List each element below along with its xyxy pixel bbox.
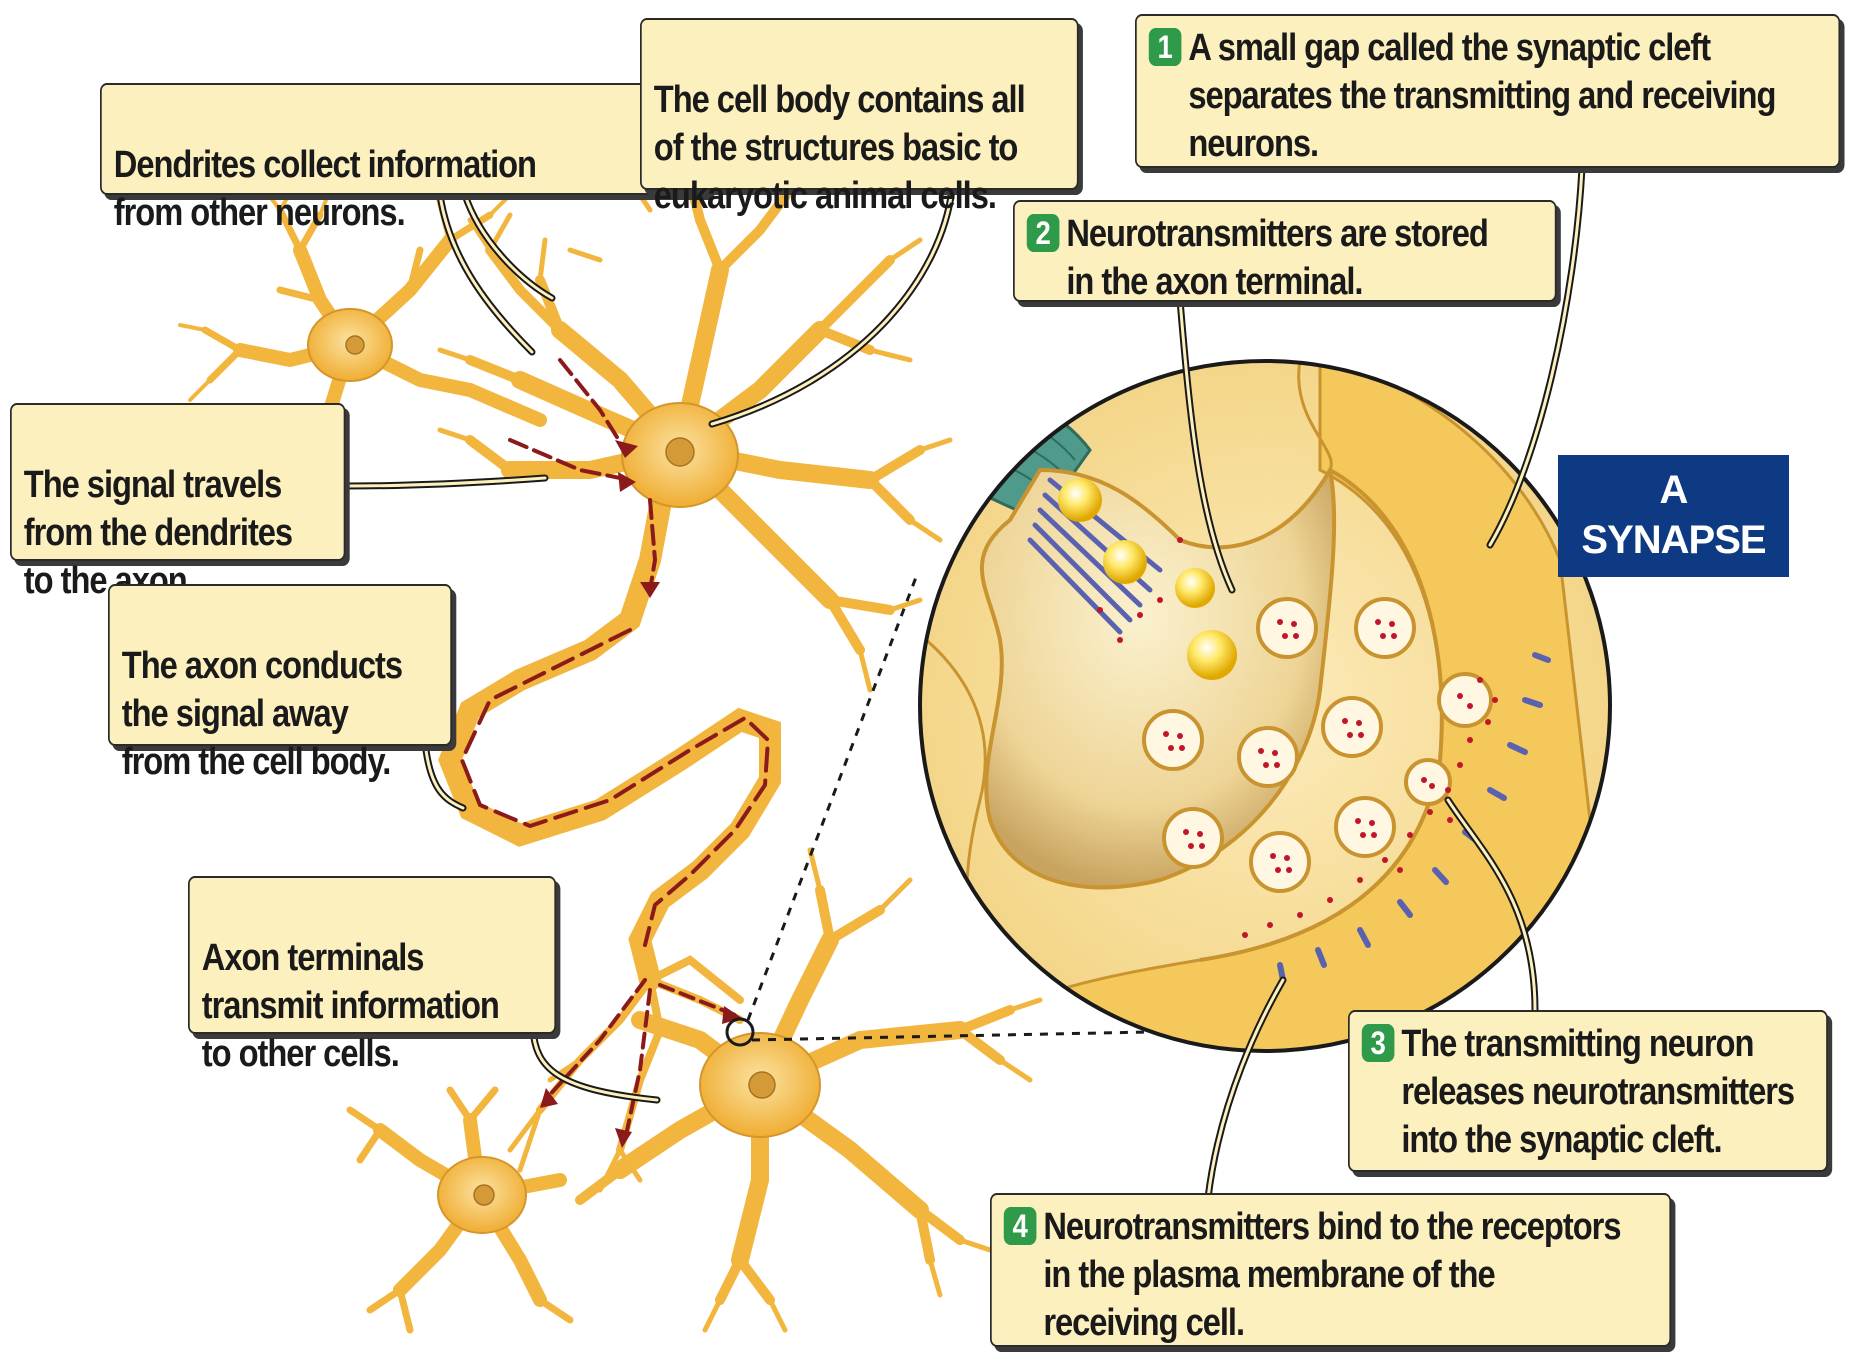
callout-dendrites: Dendrites collect information from other… bbox=[100, 83, 711, 195]
organelle bbox=[1103, 540, 1147, 584]
step-3-text: The transmitting neuron releases neurotr… bbox=[1401, 1020, 1794, 1164]
step-3-callout: 3 The transmitting neuron releases neuro… bbox=[1348, 1010, 1828, 1172]
vesicle bbox=[1239, 728, 1297, 786]
vesicle bbox=[1323, 698, 1381, 756]
callout-axon-terminals: Axon terminals transmit information to o… bbox=[188, 876, 556, 1034]
step-4-callout: 4 Neurotransmitters bind to the receptor… bbox=[990, 1193, 1671, 1347]
step-2-text: Neurotransmitters are stored in the axon… bbox=[1066, 210, 1488, 306]
vesicle bbox=[1336, 798, 1394, 856]
step-1-badge: 1 bbox=[1149, 28, 1182, 66]
vesicle bbox=[1251, 833, 1309, 891]
vesicle-fusing bbox=[1439, 674, 1491, 726]
callout-cell-body-text: The cell body contains all of the struct… bbox=[654, 79, 1025, 217]
organelle bbox=[1058, 478, 1102, 522]
organelle bbox=[1187, 630, 1237, 680]
step-2-callout: 2 Neurotransmitters are stored in the ax… bbox=[1013, 200, 1557, 302]
organelle bbox=[1175, 568, 1215, 608]
synapse-title-label: A SYNAPSE bbox=[1558, 455, 1789, 577]
callout-signal-travels: The signal travels from the dendrites to… bbox=[10, 403, 345, 561]
step-4-badge: 4 bbox=[1004, 1207, 1037, 1245]
callout-axon: The axon conducts the signal away from t… bbox=[108, 584, 452, 746]
step-3-badge: 3 bbox=[1362, 1024, 1395, 1062]
vesicle-fusing bbox=[1406, 760, 1450, 804]
step-4-text: Neurotransmitters bind to the receptors … bbox=[1043, 1203, 1620, 1347]
step-1-callout: 1 A small gap called the synaptic cleft … bbox=[1135, 14, 1840, 168]
vesicle bbox=[1144, 711, 1202, 769]
vesicle bbox=[1164, 809, 1222, 867]
callout-cell-body: The cell body contains all of the struct… bbox=[640, 18, 1079, 190]
step-1-text: A small gap called the synaptic cleft se… bbox=[1188, 24, 1775, 168]
vesicle bbox=[1258, 599, 1316, 657]
vesicle bbox=[1356, 599, 1414, 657]
synapse-zoom-view bbox=[900, 360, 1620, 1080]
step-2-badge: 2 bbox=[1027, 214, 1060, 252]
callout-axon-text: The axon conducts the signal away from t… bbox=[122, 645, 402, 783]
synapse-title-line1: A bbox=[1558, 465, 1789, 515]
synapse-title-line2: SYNAPSE bbox=[1558, 515, 1789, 565]
